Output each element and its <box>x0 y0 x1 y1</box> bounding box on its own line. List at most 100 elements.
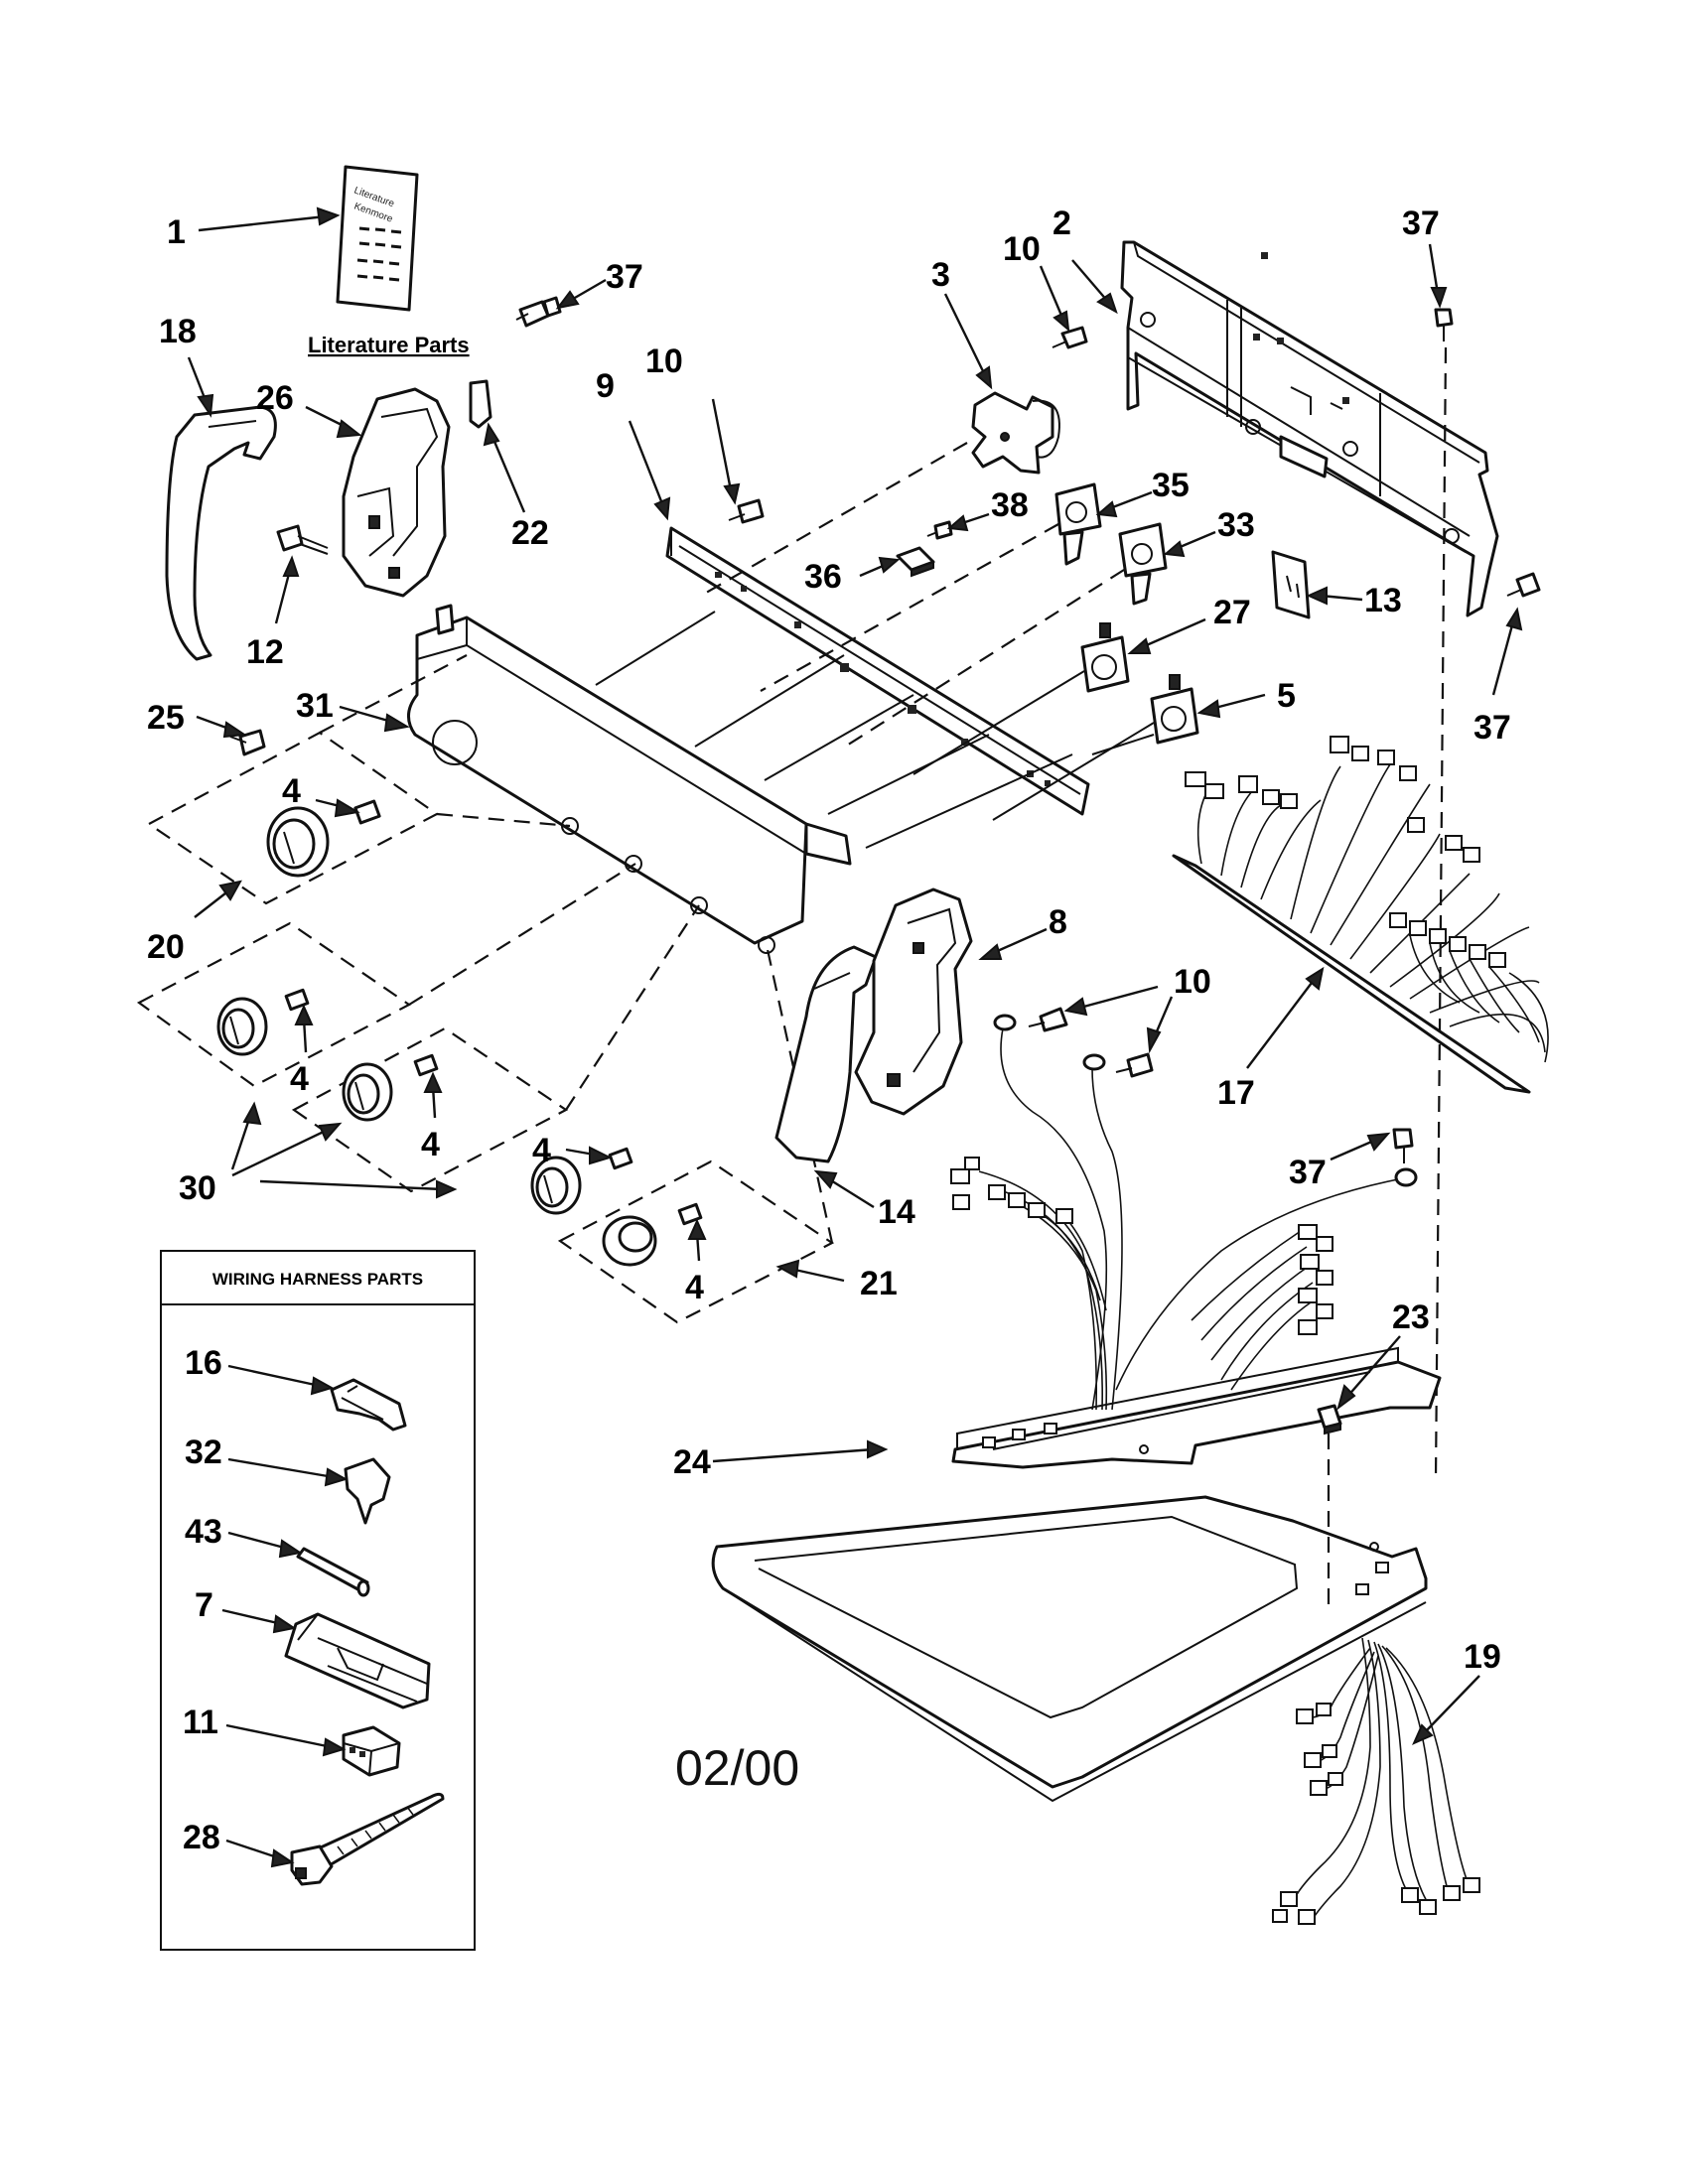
knob-30-c <box>530 1156 582 1215</box>
screw-37-backguard <box>1506 572 1541 598</box>
spring-4-e <box>677 1202 703 1226</box>
callout-9: 9 <box>596 367 615 405</box>
switch-35 <box>1054 482 1102 566</box>
screw-25 <box>229 729 266 756</box>
clip-23 <box>1317 1404 1342 1435</box>
control-bracket-9: 9 10 <box>595 342 1090 849</box>
callout-w32: 32 <box>185 1433 222 1471</box>
callout-31: 31 <box>296 687 334 725</box>
callout-w11: 11 <box>183 1704 218 1741</box>
callout-4-b: 4 <box>290 1060 309 1098</box>
callout-33: 33 <box>1217 506 1255 544</box>
callout-37-b: 37 <box>1402 205 1440 242</box>
spring-4-b <box>284 988 310 1012</box>
knob-30-b <box>342 1062 393 1122</box>
right-housing-8: 8 <box>854 887 1067 1116</box>
screw-37-ground <box>1392 1128 1414 1163</box>
callout-36: 36 <box>804 558 842 596</box>
callout-24: 24 <box>673 1443 711 1481</box>
backguard-2: 2 <box>1052 205 1499 617</box>
callout-37-a: 37 <box>606 258 643 296</box>
callout-21: 21 <box>860 1265 898 1302</box>
switch-33 <box>1118 522 1168 606</box>
screw-38 <box>926 520 953 540</box>
console-31: 31 25 <box>147 604 852 954</box>
callout-27: 27 <box>1213 594 1251 631</box>
part-11 <box>342 1725 401 1777</box>
knob-30-a <box>216 997 268 1056</box>
wiring-harness-17: 17 <box>1172 736 1549 1112</box>
switch-27 <box>1080 622 1130 693</box>
callout-17: 17 <box>1217 1074 1255 1112</box>
callout-w16: 16 <box>185 1344 222 1382</box>
part-7 <box>284 1612 431 1709</box>
callout-38: 38 <box>991 486 1029 524</box>
booklet-marks <box>356 226 402 282</box>
callout-23: 23 <box>1392 1298 1430 1336</box>
callout-10-c: 10 <box>1174 963 1211 1001</box>
callout-10-a: 10 <box>645 342 683 380</box>
callout-12: 12 <box>246 633 284 671</box>
callout-20: 20 <box>147 928 185 966</box>
callout-35: 35 <box>1152 467 1190 504</box>
callout-w7: 7 <box>195 1586 213 1624</box>
envelope-30-b <box>291 1026 569 1193</box>
timer-3: 3 10 <box>700 230 1088 597</box>
callout-19: 19 <box>1464 1638 1501 1676</box>
switch-5 <box>1150 674 1199 745</box>
knob-20 <box>266 806 330 878</box>
screw-37-top-right <box>1434 308 1454 341</box>
wiring-box-title: WIRING HARNESS PARTS <box>212 1270 423 1289</box>
callout-5: 5 <box>1277 677 1296 715</box>
callout-4-e: 4 <box>685 1269 704 1306</box>
callout-w43: 43 <box>185 1513 222 1551</box>
screw-12 <box>276 524 329 555</box>
callout-26: 26 <box>256 379 294 417</box>
knob-21 <box>602 1215 657 1267</box>
literature-parts: Literature Kenmore Literature Parts 1 <box>167 165 470 357</box>
wiring-harness-parts-box: WIRING HARNESS PARTS 16 32 43 <box>160 1250 476 1951</box>
knob-assembly: 4 20 4 4 <box>136 654 898 1324</box>
screw-10-ground-b <box>1115 1052 1154 1078</box>
part-32 <box>344 1457 391 1525</box>
spring-4-d <box>608 1147 633 1170</box>
part-43 <box>296 1547 370 1597</box>
callout-1: 1 <box>167 213 186 251</box>
callout-8: 8 <box>1049 903 1067 941</box>
callout-37-c: 37 <box>1474 709 1511 747</box>
screw-10-timer <box>1052 326 1088 349</box>
callout-4-a: 4 <box>282 772 301 810</box>
wiring-harness-19: 19 <box>1272 1637 1501 1925</box>
spring-4-c <box>413 1053 439 1077</box>
callout-3: 3 <box>931 256 950 294</box>
top-panel-24: 24 23 <box>673 1298 1442 1803</box>
callout-13: 13 <box>1364 582 1402 619</box>
left-housing-assembly: 26 22 37 12 <box>246 258 643 671</box>
part-36 <box>896 546 935 578</box>
right-end-cap-14: 14 <box>774 945 915 1231</box>
callout-10-b: 10 <box>1003 230 1041 268</box>
callout-18: 18 <box>159 313 197 350</box>
literature-booklet <box>336 165 419 312</box>
left-end-cap: 18 <box>159 313 277 661</box>
clip-22 <box>469 379 492 429</box>
right-ground-screws: 37 37 <box>1402 205 1541 1480</box>
callout-4-c: 4 <box>421 1126 440 1163</box>
callout-37-d: 37 <box>1289 1154 1327 1191</box>
screw-10-ground-a <box>1028 1007 1068 1032</box>
part-16 <box>330 1378 407 1432</box>
ground-wires: 10 37 <box>950 963 1418 1411</box>
screw-10-bracket <box>728 498 765 524</box>
literature-parts-label: Literature Parts <box>308 333 470 357</box>
date-code: 02/00 <box>675 1740 799 1796</box>
screw-37-top-left <box>515 296 562 328</box>
callout-22: 22 <box>511 514 549 552</box>
part-28-cable-tie <box>290 1792 445 1886</box>
spring-4-a <box>353 799 381 825</box>
callout-2: 2 <box>1052 205 1071 242</box>
callout-25: 25 <box>147 699 185 737</box>
part-13: 13 <box>1271 550 1402 619</box>
switches: 35 33 27 5 <box>760 467 1296 821</box>
callout-4-d: 4 <box>532 1132 551 1169</box>
